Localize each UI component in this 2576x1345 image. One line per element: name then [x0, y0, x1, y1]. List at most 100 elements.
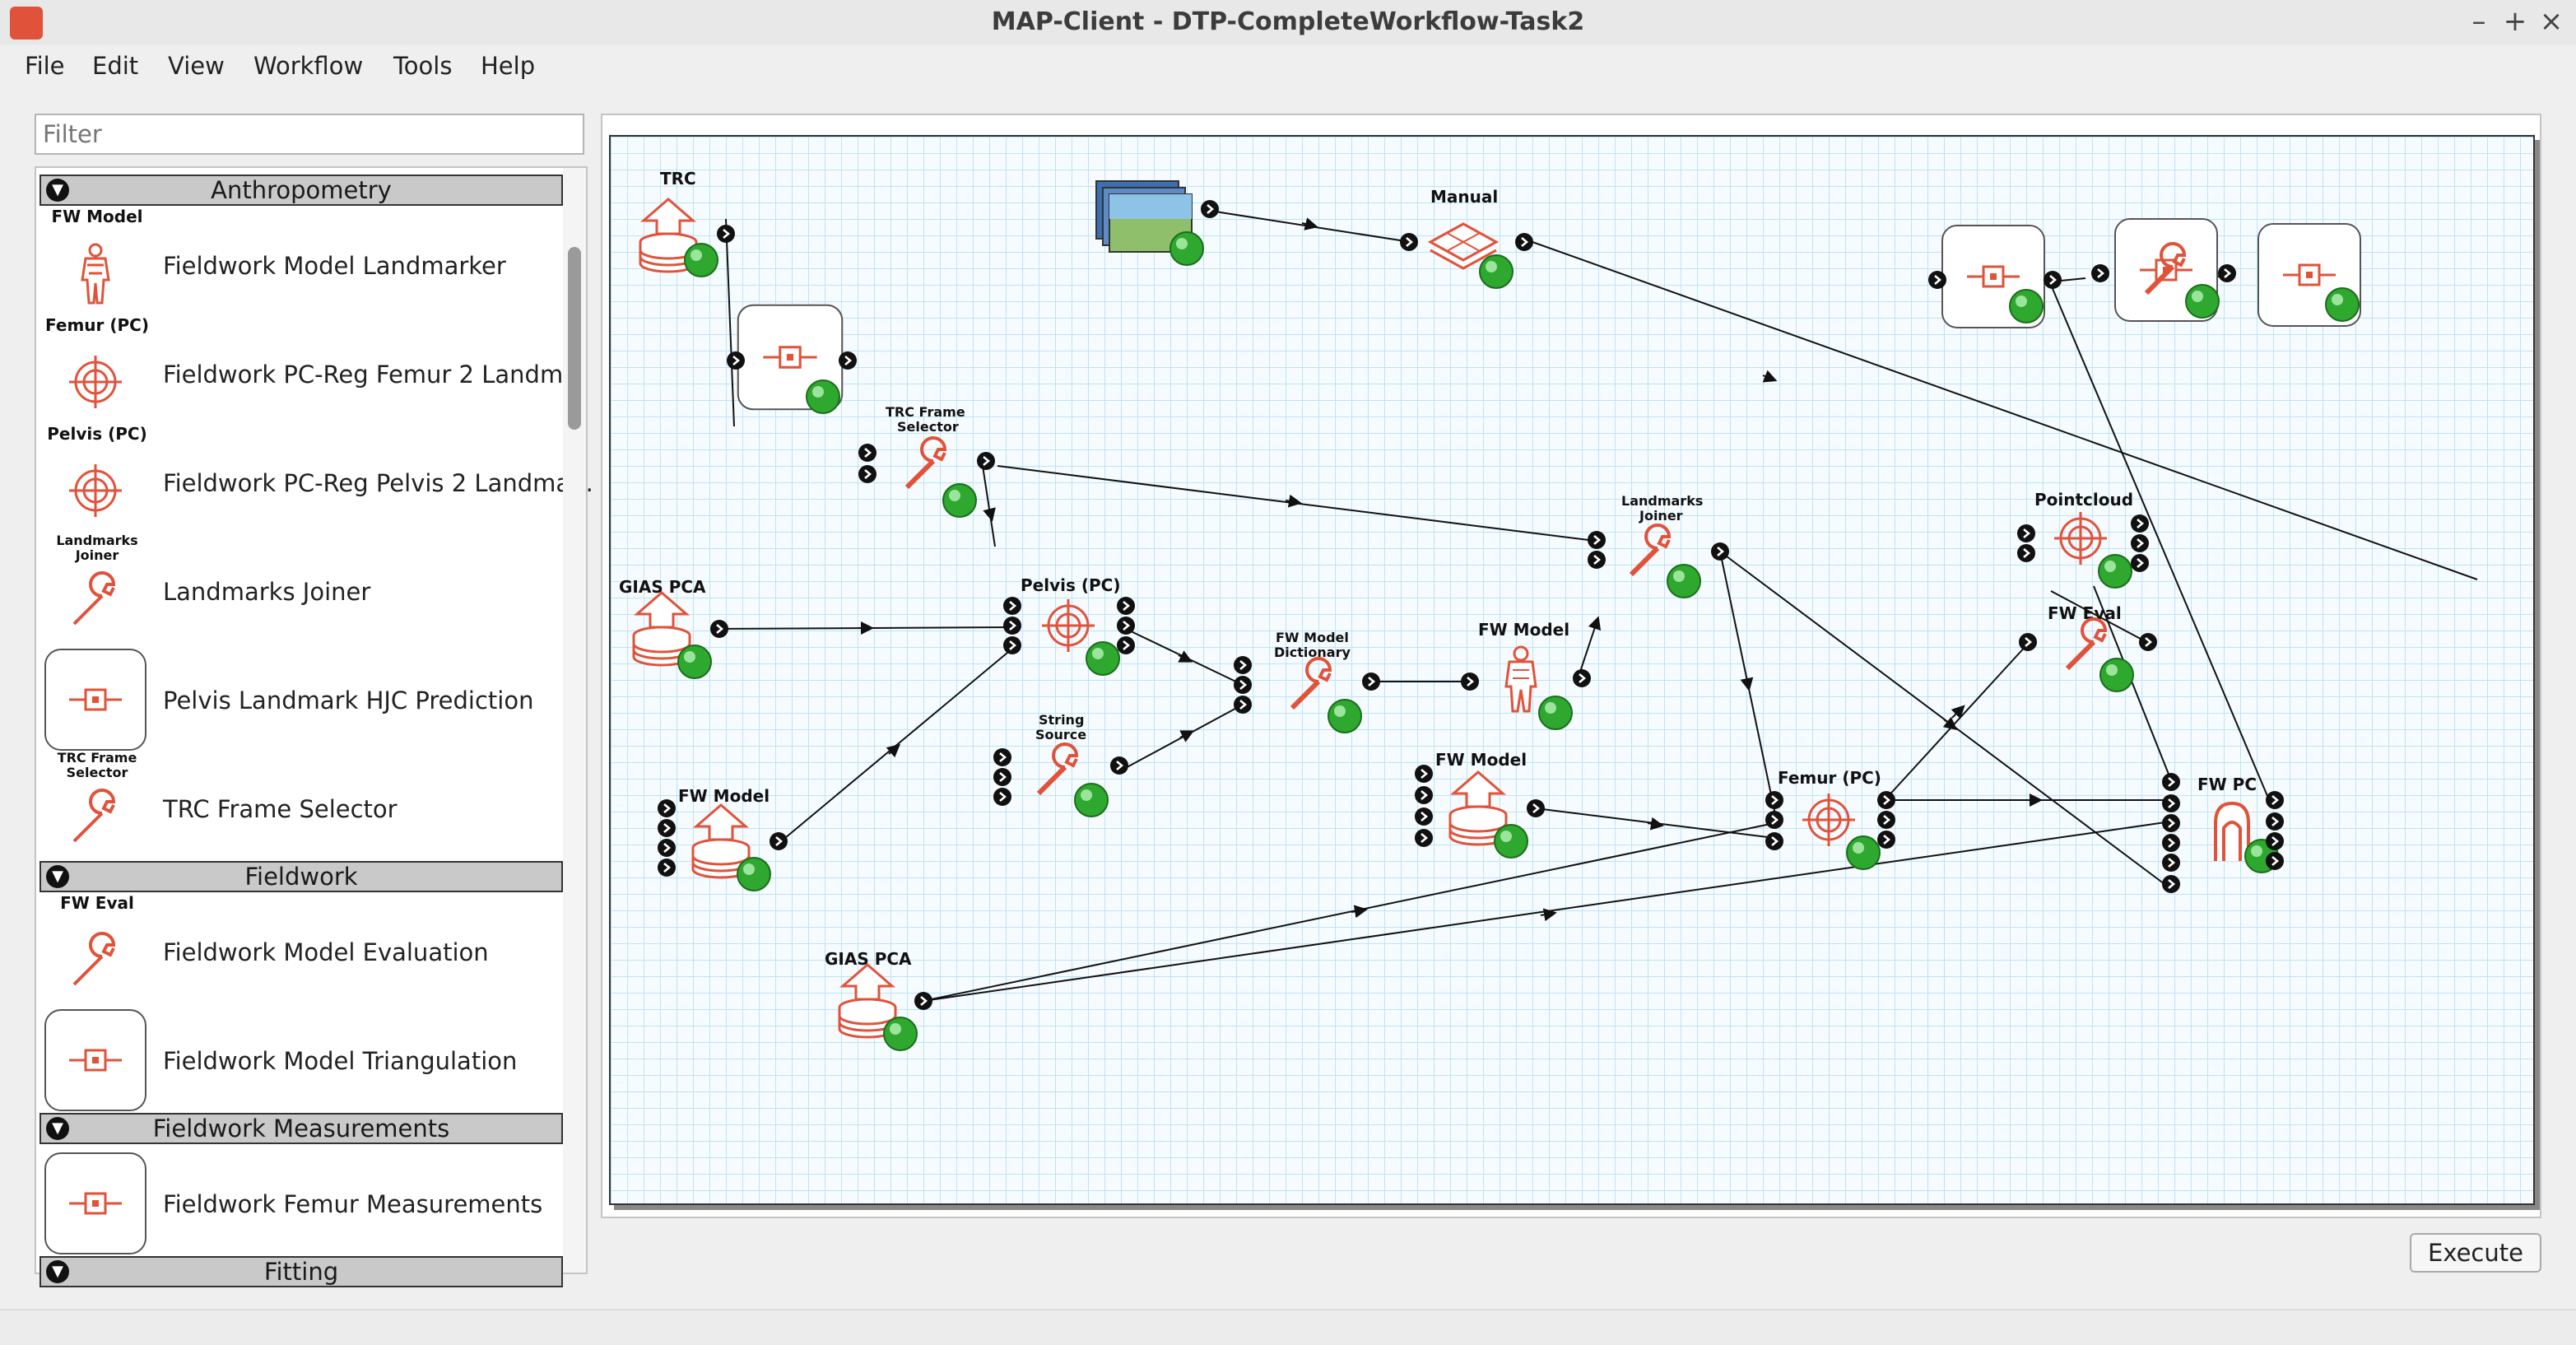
menu-tools[interactable]: Tools	[393, 52, 453, 80]
step-tag: Pelvis (PC)	[47, 424, 147, 444]
node-femur-pc[interactable]: Femur (PC)	[1764, 768, 1897, 870]
collapse-arrow-icon[interactable]: ▼	[46, 179, 69, 202]
category-label: Fieldwork Measurements	[152, 1115, 450, 1143]
step-fw-femur-measurements[interactable]: Fieldwork Femur Measurements	[40, 1144, 563, 1254]
node-pointcloud[interactable]: Pointcloud	[2016, 490, 2151, 589]
step-label: Fieldwork Femur Measurements	[163, 1190, 543, 1218]
step-trc-frame-selector[interactable]: TRC Frame Selector TRC Frame Selector	[40, 749, 563, 856]
category-label: Anthropometry	[211, 176, 392, 204]
node-landmarks-joiner[interactable]: Landmarks Joiner	[1586, 493, 1731, 598]
step-label: Pelvis Landmark HJC Prediction	[163, 686, 534, 714]
menu-edit[interactable]: Edit	[92, 52, 139, 80]
body-model-icon	[63, 240, 128, 306]
step-label: Fieldwork PC-Reg Femur 2 Landm...	[163, 361, 586, 389]
node-fw-model-2[interactable]: FW Model	[656, 786, 789, 891]
step-label: Fieldwork PC-Reg Pelvis 2 Landma...	[163, 469, 593, 497]
svg-text:Femur (PC): Femur (PC)	[1778, 768, 1881, 788]
generic-step-icon	[44, 649, 146, 751]
menu-file[interactable]: File	[25, 52, 65, 80]
wrench-icon	[63, 784, 128, 849]
step-label: Landmarks Joiner	[163, 578, 371, 606]
workflow-graph[interactable]: TRC Manual	[611, 137, 2536, 1207]
step-tag: Landmarks Joiner	[56, 533, 138, 563]
menu-view[interactable]: View	[168, 52, 225, 80]
svg-text:Joiner: Joiner	[1639, 508, 1683, 524]
menu-workflow[interactable]: Workflow	[253, 52, 364, 80]
node-string-source[interactable]: String Source	[992, 712, 1130, 817]
node-image-source[interactable]	[1095, 180, 1221, 266]
status-bar	[0, 1309, 2576, 1345]
step-label: Fieldwork Model Landmarker	[163, 252, 506, 280]
step-list: ▼ Anthropometry FW Model Fieldwork Model…	[35, 166, 593, 1287]
execute-button[interactable]: Execute	[2410, 1233, 2541, 1273]
svg-text:Dictionary: Dictionary	[1274, 645, 1351, 660]
step-pelvis-hjc[interactable]: Pelvis Landmark HJC Prediction	[40, 640, 563, 751]
connections	[718, 210, 2478, 1002]
step-fw-eval[interactable]: FW Eval Fieldwork Model Evaluation	[40, 892, 563, 999]
step-label: TRC Frame Selector	[163, 795, 398, 823]
node-store-step[interactable]	[2257, 222, 2362, 328]
svg-text:FW PC: FW PC	[2197, 775, 2257, 794]
svg-text:Pelvis (PC): Pelvis (PC)	[1021, 575, 1120, 595]
svg-text:FW Model: FW Model	[1276, 630, 1349, 645]
minimize-button[interactable]: –	[2471, 5, 2486, 38]
category-anthropometry[interactable]: ▼ Anthropometry	[40, 175, 563, 206]
collapse-arrow-icon[interactable]: ▼	[46, 1260, 69, 1283]
svg-text:Manual: Manual	[1430, 187, 1498, 207]
category-label: Fieldwork	[244, 863, 358, 891]
node-fw-model-1[interactable]: FW Model	[1459, 620, 1593, 730]
node-trc[interactable]: TRC	[639, 169, 737, 277]
step-landmarks-joiner[interactable]: Landmarks Joiner Landmarks Joiner	[40, 532, 563, 639]
step-tag: TRC Frame Selector	[57, 750, 137, 780]
collapse-arrow-icon[interactable]: ▼	[46, 1117, 69, 1140]
node-pelvis-hjc[interactable]	[725, 304, 858, 414]
crosshair-icon	[63, 349, 128, 415]
step-tag: Femur (PC)	[45, 315, 149, 335]
node-fw-model-3[interactable]: FW Model	[1413, 750, 1546, 859]
node-fw-pc[interactable]: FW PC	[2160, 771, 2285, 895]
svg-text:Selector: Selector	[897, 419, 959, 435]
node-fw-model-dictionary[interactable]: FW Model Dictionary	[1232, 630, 1382, 733]
node-trc-frame-selector[interactable]: TRC Frame Selector	[857, 404, 997, 518]
svg-text:Source: Source	[1035, 727, 1086, 742]
filter-input[interactable]	[35, 114, 584, 155]
step-pelvis-pc[interactable]: Pelvis (PC) Fieldwork PC-Reg Pelvis 2 La…	[40, 423, 593, 530]
svg-text:String: String	[1039, 712, 1084, 728]
workflow-canvas[interactable]: TRC Manual	[609, 135, 2535, 1205]
window-title: MAP-Client - DTP-CompleteWorkflow-Task2	[991, 7, 1585, 36]
node-wrench-step[interactable]	[2090, 217, 2238, 323]
svg-text:FW Model: FW Model	[678, 786, 770, 806]
category-fitting[interactable]: ▼ Fitting	[40, 1256, 563, 1287]
category-fieldwork-measurements[interactable]: ▼ Fieldwork Measurements	[40, 1113, 563, 1144]
maximize-button[interactable]: +	[2503, 5, 2527, 38]
menu-help[interactable]: Help	[481, 52, 536, 80]
step-fw-triangulation[interactable]: Fieldwork Model Triangulation	[40, 1001, 563, 1111]
close-button[interactable]: ×	[2539, 5, 2564, 38]
node-manual[interactable]: Manual	[1398, 187, 1535, 289]
wrench-icon	[63, 927, 128, 993]
title-bar: MAP-Client - DTP-CompleteWorkflow-Task2 …	[0, 0, 2576, 44]
step-femur-pc[interactable]: Femur (PC) Fieldwork PC-Reg Femur 2 Land…	[40, 314, 586, 421]
svg-text:Pointcloud: Pointcloud	[2034, 490, 2133, 510]
svg-text:FW Model: FW Model	[1478, 620, 1569, 640]
svg-text:FW Eval: FW Eval	[2048, 603, 2122, 623]
node-gias-pca-1[interactable]: GIAS PCA	[619, 577, 730, 679]
svg-text:TRC Frame: TRC Frame	[886, 404, 965, 420]
step-tag: FW Model	[51, 207, 143, 226]
scrollbar-thumb[interactable]	[568, 247, 581, 430]
category-fieldwork[interactable]: ▼ Fieldwork	[40, 861, 563, 892]
step-library-panel: ▼ Anthropometry FW Model Fieldwork Model…	[35, 114, 593, 1287]
node-pelvis-pc[interactable]: Pelvis (PC)	[1002, 575, 1137, 676]
node-box-step-2[interactable]	[1927, 224, 2063, 329]
step-tag: FW Eval	[60, 893, 134, 913]
generic-step-icon	[44, 1009, 146, 1111]
node-fw-eval[interactable]: FW Eval	[2017, 603, 2159, 692]
generic-step-icon	[44, 1152, 146, 1254]
svg-text:Landmarks: Landmarks	[1621, 493, 1703, 509]
collapse-arrow-icon[interactable]: ▼	[46, 865, 69, 888]
crosshair-icon	[63, 458, 128, 524]
step-label: Fieldwork Model Evaluation	[163, 938, 489, 966]
svg-text:TRC: TRC	[660, 169, 696, 188]
step-fw-model-landmarker[interactable]: FW Model Fieldwork Model Landmarker	[40, 206, 563, 313]
node-gias-pca-2[interactable]: GIAS PCA	[825, 949, 934, 1051]
